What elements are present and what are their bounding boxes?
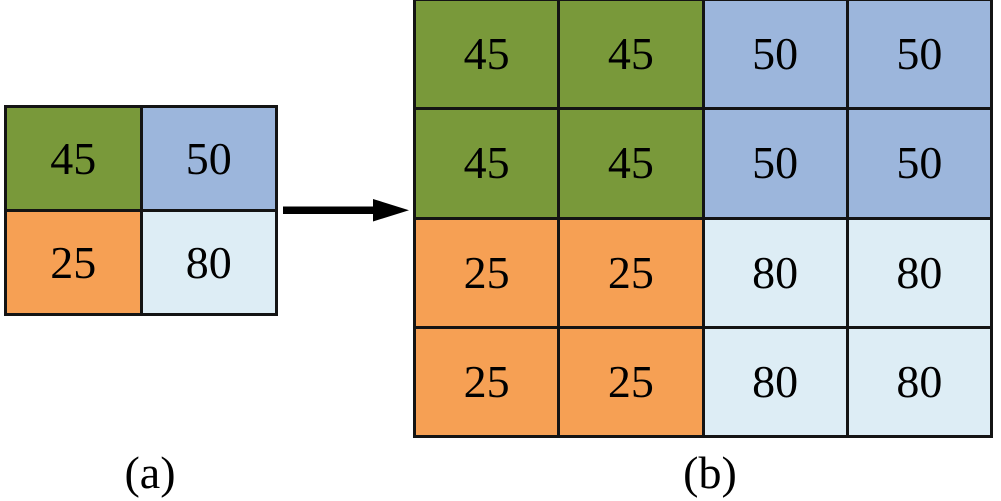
grid-a-cell: 50 [142,108,275,209]
grid-b-cell-value: 80 [896,246,943,298]
grid-a-cell: 80 [142,212,275,313]
grid-b-cell-value: 25 [463,246,510,298]
grid-b-cell: 45 [416,1,558,108]
pixel-grid-b: 45 45 50 50 45 45 50 50 25 25 80 80 25 2… [413,0,993,438]
grid-b-cell-value: 80 [752,355,799,407]
caption-b: (b) [683,447,737,498]
caption-a: (a) [124,447,176,498]
grid-b-cell-value: 25 [607,355,654,407]
grid-b-cell-value: 25 [463,355,510,407]
grid-b-cell-value: 25 [607,246,654,298]
grid-a-cell-value: 50 [185,132,232,184]
grid-b-cell: 25 [416,219,558,326]
grid-b-cell: 80 [848,328,990,435]
grid-a-cell-value: 45 [50,132,97,184]
grid-a-cell: 45 [7,108,140,209]
grid-b-cell-value: 50 [896,28,943,80]
grid-b-cell: 50 [704,110,846,217]
grid-b-cell-value: 80 [896,355,943,407]
grid-b-cell-value: 45 [463,28,510,80]
grid-b-cell-value: 45 [463,137,510,189]
grid-a-cell-value: 25 [50,236,97,288]
grid-a-cell-value: 80 [185,236,232,288]
grid-b-cell-value: 45 [607,28,654,80]
grid-b-cell-value: 50 [896,137,943,189]
grid-b-cell-value: 80 [752,246,799,298]
grid-b-cell: 50 [848,110,990,217]
grid-b-cell: 45 [560,1,702,108]
grid-b-cell: 45 [560,110,702,217]
grid-a-cell: 25 [7,212,140,313]
grid-b-cell: 25 [560,328,702,435]
grid-b-cell-value: 45 [607,137,654,189]
grid-b-cell: 25 [416,328,558,435]
grid-b-cell: 50 [704,1,846,108]
grid-b-cell: 80 [704,328,846,435]
grid-b-cell-value: 50 [752,28,799,80]
pixel-grid-a: 45 50 25 80 [4,105,278,316]
arrow-right-icon [283,199,409,222]
grid-b-cell: 80 [704,219,846,326]
grid-b-cell: 25 [560,219,702,326]
grid-b-cell: 45 [416,110,558,217]
grid-b-cell: 80 [848,219,990,326]
grid-b-cell-value: 50 [752,137,799,189]
grid-b-cell: 50 [848,1,990,108]
